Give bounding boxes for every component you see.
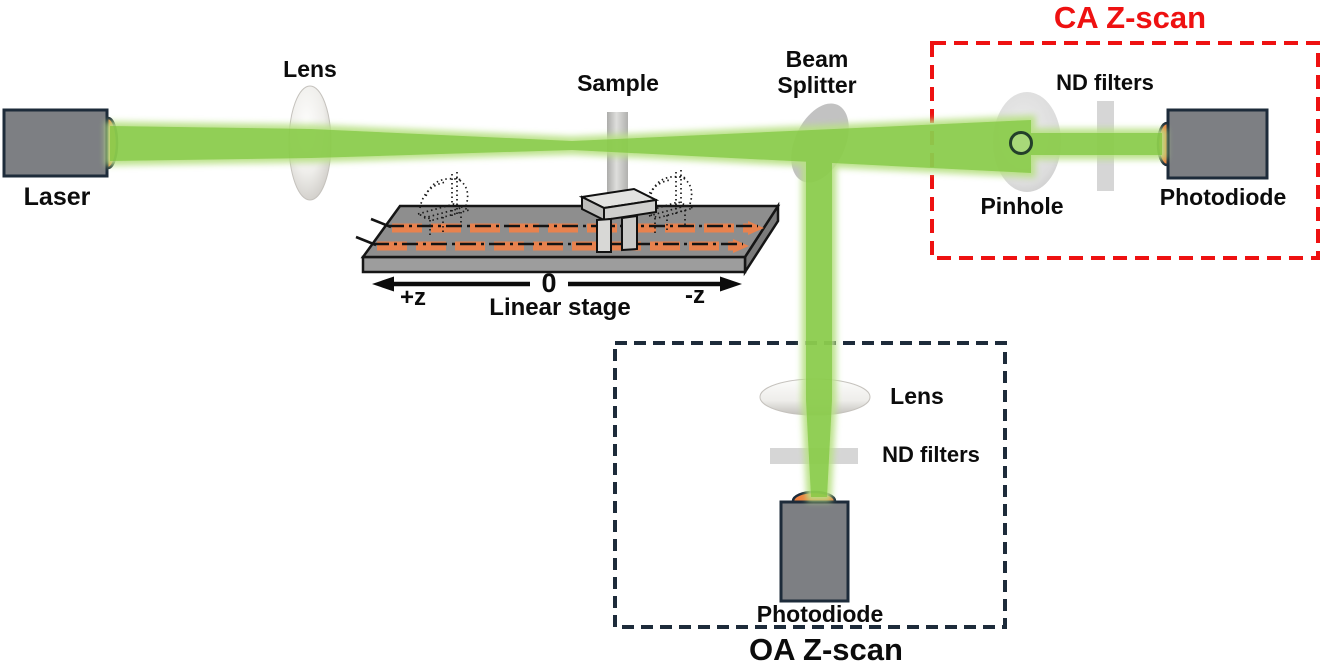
oa-photodiode-body bbox=[779, 500, 850, 603]
laser-beam bbox=[105, 115, 1167, 502]
ca-zscan-title: CA Z-scan bbox=[1053, 0, 1207, 35]
laser-beam-core bbox=[110, 120, 1162, 497]
oa-photodiode-label: Photodiode bbox=[756, 601, 884, 627]
zero-label: 0 bbox=[541, 268, 557, 298]
ca-photodiode-device bbox=[1156, 108, 1269, 180]
pinhole-label: Pinhole bbox=[980, 193, 1064, 219]
ca-photodiode-body bbox=[1166, 108, 1269, 180]
minus-z-label: -z bbox=[685, 282, 705, 309]
laser-body bbox=[2, 108, 109, 178]
laser-device bbox=[2, 108, 119, 178]
beam-lens-to-oa-photodiode bbox=[806, 400, 832, 497]
beam-laser-to-lens bbox=[110, 126, 311, 161]
sample-label: Sample bbox=[577, 70, 659, 96]
ca-nd-filters-label: ND filters bbox=[1056, 70, 1154, 95]
pinhole-hole bbox=[1009, 131, 1033, 155]
beam-pinhole-to-photodiode bbox=[1028, 133, 1162, 155]
arrowhead-left bbox=[372, 276, 394, 292]
beam-splitter-down bbox=[806, 150, 832, 400]
sample-holder-leg-right bbox=[621, 214, 638, 252]
sample-holder-leg-left bbox=[596, 217, 612, 253]
beam-focus-to-pinhole bbox=[572, 120, 1031, 173]
arrowhead-right bbox=[720, 276, 742, 292]
oa-photodiode-device bbox=[779, 490, 850, 603]
oa-zscan-title: OA Z-scan bbox=[749, 632, 903, 667]
stage-rail-upper bbox=[370, 217, 764, 235]
stage-axis-arrows bbox=[372, 276, 742, 292]
input-lens-label: Lens bbox=[283, 56, 337, 82]
beam-splitter-label-line2: Splitter bbox=[777, 72, 857, 99]
oa-nd-filters-label: ND filters bbox=[882, 442, 980, 467]
ghost-sample-left bbox=[415, 172, 472, 237]
laser-label: Laser bbox=[23, 183, 91, 211]
beam-splitter-label-line1: Beam bbox=[785, 46, 849, 72]
beam-splitter-label: Beam Splitter bbox=[777, 46, 856, 99]
ca-photodiode-label: Photodiode bbox=[1159, 184, 1287, 210]
linear-stage-platform bbox=[355, 201, 781, 277]
ghost-sample-right bbox=[641, 170, 696, 235]
plus-z-label: +z bbox=[399, 284, 427, 311]
ca-zscan-box bbox=[930, 41, 1320, 260]
oa-lens-label: Lens bbox=[890, 383, 944, 409]
stage-rail-lower bbox=[355, 235, 749, 253]
beam-lens-to-focus bbox=[311, 129, 572, 158]
linear-stage-label: Linear stage bbox=[489, 294, 631, 321]
